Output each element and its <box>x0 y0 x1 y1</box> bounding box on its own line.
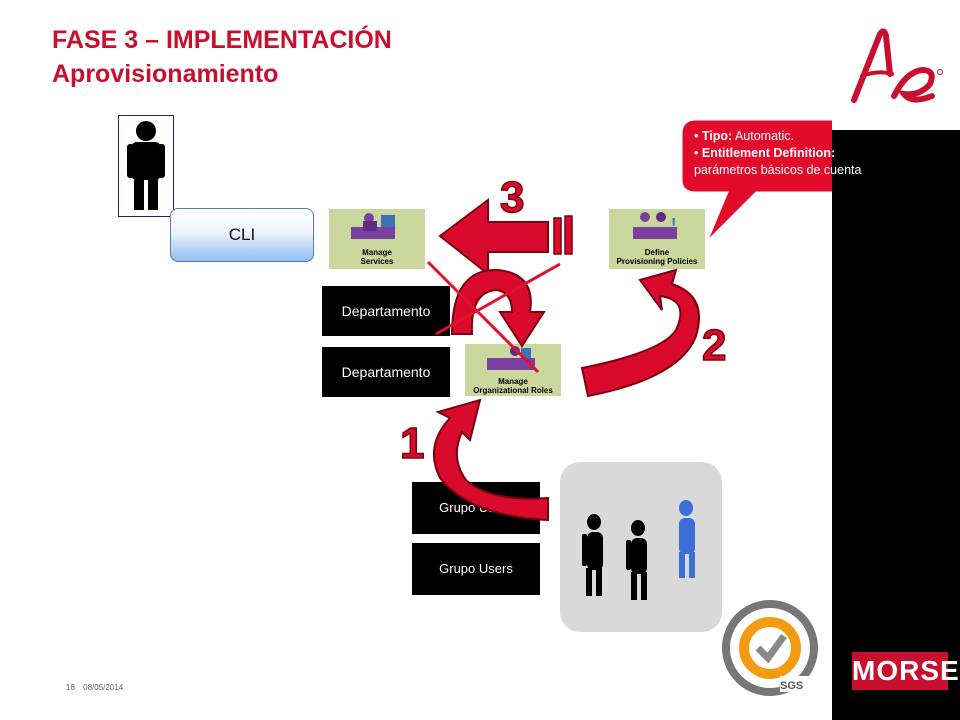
callout-item-2-value: parámetros básicos de cuenta <box>694 163 862 177</box>
slide-footer: 18 08/05/2014 <box>66 683 123 692</box>
define-policies-card: ! Define Provisioning Policies <box>609 209 705 269</box>
manage-roles-card: Manage Organizational Roles <box>465 344 561 396</box>
manage-services-label: Manage Services <box>360 248 394 266</box>
arrow-2 <box>580 268 700 398</box>
services-icon <box>351 213 395 239</box>
define-policies-label-1: Define <box>644 248 670 257</box>
group-box-2: Grupo Users <box>412 543 540 595</box>
step-1: 1 <box>400 419 424 468</box>
cli-box <box>170 208 314 262</box>
define-policies-label-2: Provisioning Policies <box>616 257 698 266</box>
step-3: 3 <box>500 173 524 222</box>
policies-icon: ! <box>633 212 677 239</box>
callout-item-2-label: Entitlement Definition: <box>701 146 836 160</box>
callout-bubble <box>681 119 832 241</box>
slide-subtitle: Aprovisionamiento <box>52 60 279 88</box>
callout-item-1-label: Tipo: <box>701 129 733 143</box>
person-frame <box>118 115 174 217</box>
callout-item-1-value: Automatic. <box>732 129 795 143</box>
morse-logo: MORSE <box>852 652 959 690</box>
callout-text: • Tipo: Automatic. • Entitlement Definit… <box>694 128 922 179</box>
svg-text:!: ! <box>671 216 676 233</box>
step-2: 2 <box>702 321 726 370</box>
person-icon-1 <box>582 514 603 596</box>
callout-item-1: • Tipo: Automatic. <box>694 129 795 143</box>
cross-mark <box>426 260 561 374</box>
morse-logo-text: MORSE <box>852 652 959 690</box>
arrow-1 <box>433 398 549 522</box>
slide-title: FASE 3 – IMPLEMENTACIÓN <box>52 26 392 54</box>
manage-services-card: Manage Services <box>329 209 425 269</box>
person-icon <box>127 121 165 210</box>
department-box-1: Departamento <box>322 286 450 336</box>
person-icon-2 <box>626 520 647 600</box>
slide-date: 08/05/2014 <box>83 683 124 692</box>
page-number: 18 <box>66 683 75 692</box>
callout-item-2: • Entitlement Definition: <box>694 146 836 160</box>
manage-roles-label-2: Organizational Roles <box>473 386 553 395</box>
iso-certification-seal <box>722 600 818 696</box>
department-box-2: Departamento <box>322 347 450 397</box>
arrow-curve-services-roles <box>450 268 546 348</box>
person-icon-3 <box>679 500 695 578</box>
flow-overlay: 1 2 3 <box>399 119 832 522</box>
users-group-image <box>560 462 722 632</box>
manage-roles-label-1: Manage <box>498 377 528 386</box>
cli-label: CLI <box>228 225 256 244</box>
sgs-label: SGS <box>780 680 804 692</box>
ae-logo <box>832 0 960 130</box>
